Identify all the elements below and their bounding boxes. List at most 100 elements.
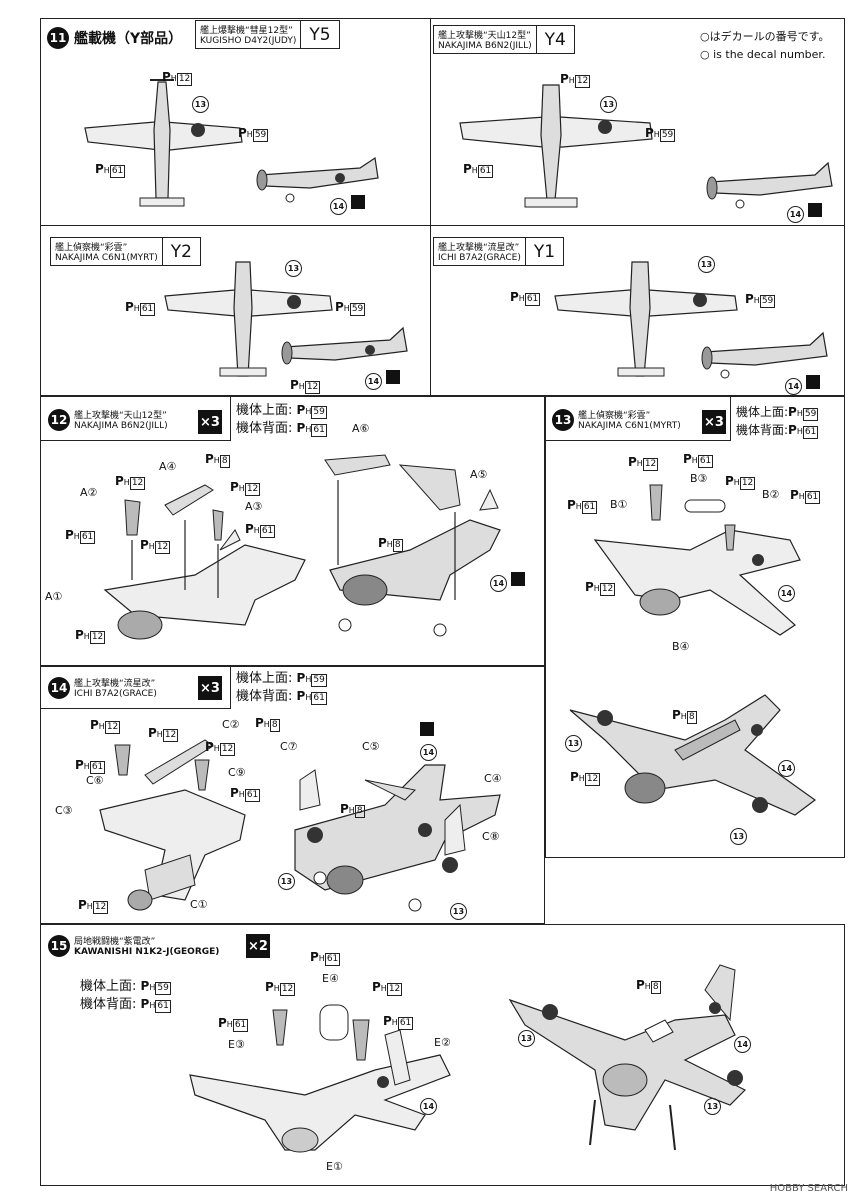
step12-quantity: ×3 <box>198 410 222 434</box>
judy-side-view <box>256 156 379 203</box>
plane-name-en: NAKAJIMA C6N1(MYRT) <box>55 253 158 263</box>
plane-box-jill: 艦上攻撃機“天山12型”NAKAJIMA B6N2(JILL) Y4 <box>433 25 575 54</box>
step14-header-vline <box>230 666 232 709</box>
step13-header-line <box>545 440 730 442</box>
decal-callout: 14 <box>785 375 820 395</box>
part-code: Y4 <box>544 29 566 50</box>
plane-name-jp: 艦上爆撃機“彗星12型” <box>200 26 293 36</box>
myrt-top-view <box>164 261 333 377</box>
step12-number: 12 <box>48 408 70 431</box>
step11-title: 艦載機（Y部品） <box>74 31 183 47</box>
decal-callout: 14 <box>330 195 365 215</box>
part-label: C⑦ <box>280 740 298 753</box>
plane-name-en: KAWANISHI N1K2-J(GEORGE) <box>74 947 220 957</box>
part-label: C① <box>190 898 208 911</box>
george-assembly-complete <box>508 964 747 1151</box>
myrt-assembly-exploded <box>593 484 801 636</box>
step15-quantity: ×2 <box>246 934 270 958</box>
part-label: C⑧ <box>482 830 500 843</box>
decal-callout: 13 <box>730 828 747 845</box>
hobby-search-watermark: HOBBY SEARCH <box>769 1183 848 1194</box>
decal-callout: 13 <box>518 1030 535 1047</box>
step13-number: 13 <box>552 408 574 431</box>
legend-en: ○ is the decal number. <box>700 48 826 61</box>
hinomaru-flag-icon <box>805 375 820 389</box>
part-label: C④ <box>484 772 502 785</box>
jill-assembly-exploded <box>103 484 306 640</box>
step11-divider-h <box>40 225 845 227</box>
part-label: A⑥ <box>352 422 370 435</box>
part-label: E③ <box>228 1038 245 1051</box>
decal-callout: 13 <box>565 735 582 752</box>
judy-top-view <box>84 79 243 207</box>
decal-callout: 14 <box>778 760 795 777</box>
decal-callout: 13 <box>704 1098 721 1115</box>
decal-legend: ○はデカールの番号です。 ○ is the decal number. <box>700 28 830 64</box>
step13-quantity: ×3 <box>702 410 726 434</box>
decal-callout: 14 <box>778 585 795 602</box>
part-label: E② <box>434 1036 451 1049</box>
part-label: A③ <box>245 500 263 513</box>
part-label: C⑥ <box>86 774 104 787</box>
plane-name-jp: 局地戦闘機“紫電改” <box>74 937 156 947</box>
decal-callout <box>420 722 434 739</box>
grace-side-view <box>701 331 828 379</box>
plane-name-jp: 艦上攻撃機“天山12型” <box>438 31 531 41</box>
plane-name-jp: 艦上攻撃機“天山12型” <box>74 411 167 421</box>
step13-header: 13 艦上偵察機“彩雲”NAKAJIMA C6N1(MYRT) <box>552 408 681 431</box>
step14-header-line <box>40 708 230 710</box>
step12-header: 12 艦上攻撃機“天山12型”NAKAJIMA B6N2(JILL) <box>48 408 168 431</box>
plane-box-grace: 艦上攻撃機“流星改”ICHI B7A2(GRACE) Y1 <box>433 237 565 266</box>
part-label: A⑤ <box>470 468 488 481</box>
decal-callout: 14 <box>734 1036 751 1053</box>
decal-callout: 13 <box>285 260 302 277</box>
plane-name-en: KUGISHO D4Y2(JUDY) <box>200 36 297 46</box>
part-label: B① <box>610 498 628 511</box>
decal-callout: 13 <box>698 256 715 273</box>
part-label: E① <box>326 1160 343 1173</box>
part-label: B③ <box>690 472 708 485</box>
plane-name-jp: 艦上攻撃機“流星改” <box>438 243 520 253</box>
step13-header-vline <box>730 396 732 441</box>
part-label: A① <box>45 590 63 603</box>
decal-callout: 13 <box>278 873 295 890</box>
plane-name-jp: 艦上攻撃機“流星改” <box>74 679 156 689</box>
step11-number: 11 <box>47 27 69 49</box>
part-label: B④ <box>672 640 690 653</box>
part-label: C⑤ <box>362 740 380 753</box>
legend-jp: ○はデカールの番号です。 <box>700 30 830 43</box>
decal-callout: 13 <box>450 903 467 920</box>
part-code: Y2 <box>170 241 192 262</box>
decal-callout: 14 <box>420 1098 437 1115</box>
decal-callout: 14 <box>365 370 400 390</box>
part-label: C③ <box>55 804 73 817</box>
plane-name-en: NAKAJIMA B6N2(JILL) <box>438 41 532 51</box>
